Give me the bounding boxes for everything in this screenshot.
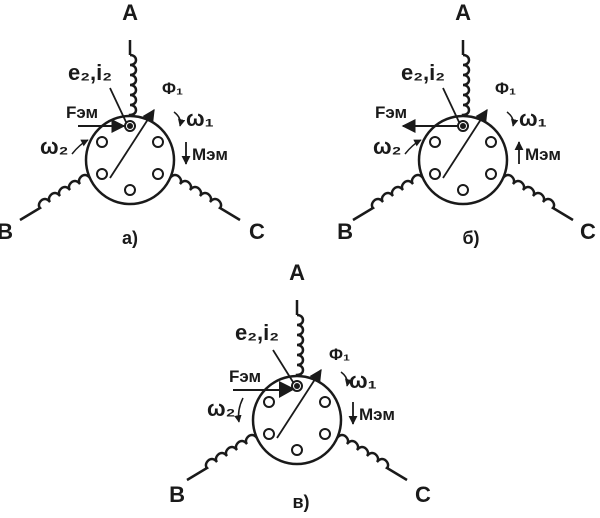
- emf-label: e₂,i₂: [68, 60, 112, 85]
- phase-c-label: C: [249, 219, 265, 244]
- rotor-slots: [96, 120, 164, 196]
- omega1-arrow: [340, 371, 353, 387]
- torque-label: Mэм: [525, 145, 561, 164]
- phase-a-label: A: [122, 0, 138, 25]
- flux-label: Φ₁: [495, 79, 516, 98]
- omega2-arrow: [71, 139, 89, 155]
- rotor-slots: [429, 120, 497, 196]
- rotor: [417, 114, 509, 206]
- emf-leader: [442, 87, 460, 123]
- active-conductor: [294, 383, 300, 389]
- active-conductor: [460, 123, 466, 129]
- phase-a-winding: [461, 53, 471, 120]
- flux-label: Φ₁: [162, 79, 183, 98]
- flux-label: Φ₁: [329, 345, 350, 364]
- active-conductor: [127, 123, 133, 129]
- phase-c-winding: [336, 433, 408, 482]
- emf-leader: [109, 87, 127, 123]
- force-label: Fэм: [229, 367, 261, 386]
- force-label: Fэм: [66, 103, 98, 122]
- omega2-label: ω₂: [373, 134, 401, 159]
- emf-label: e₂,i₂: [401, 60, 445, 85]
- phase-c-label: C: [580, 219, 596, 244]
- rotor-slots: [263, 380, 331, 456]
- rotor: [84, 114, 176, 206]
- torque-label: Mэм: [359, 405, 395, 424]
- panel-caption: в): [292, 492, 309, 512]
- omega2-arrow: [404, 139, 422, 155]
- panel-caption: б): [462, 228, 479, 248]
- phase-a-winding: [128, 53, 138, 120]
- phase-b-winding: [19, 173, 91, 222]
- rotor: [251, 374, 343, 466]
- panel-a: A B C e₂,i₂ Fэм Φ₁ ω₁ ω₂ Mэм а): [0, 0, 265, 248]
- omega2-label: ω₂: [207, 396, 235, 421]
- phase-c-winding: [502, 173, 574, 222]
- phase-c-winding: [169, 173, 241, 222]
- phase-a-label: A: [455, 0, 471, 25]
- phase-b-label: B: [337, 219, 353, 244]
- phase-b-winding: [352, 173, 424, 222]
- force-label: Fэм: [375, 103, 407, 122]
- panel-c: A B C e₂,i₂ Fэм Φ₁ ω₁ ω₂ Mэм в): [169, 260, 431, 512]
- omega1-arrow: [506, 111, 519, 127]
- omega1-arrow: [173, 111, 186, 127]
- emf-label: e₂,i₂: [235, 320, 279, 345]
- phase-b-label: B: [169, 482, 185, 507]
- phase-a-label: A: [289, 260, 305, 285]
- flux-arrow: [276, 368, 322, 439]
- omega1-label: ω₁: [519, 106, 547, 131]
- omega2-label: ω₂: [40, 134, 68, 159]
- torque-label: Mэм: [192, 145, 228, 164]
- emf-leader: [272, 349, 294, 383]
- panel-caption: а): [122, 228, 138, 248]
- phase-b-winding: [186, 433, 258, 482]
- flux-arrow: [109, 108, 155, 179]
- force-arrowhead: [279, 381, 295, 398]
- phase-c-label: C: [415, 482, 431, 507]
- omega2-arrow: [234, 397, 244, 423]
- phase-b-label: B: [0, 219, 13, 244]
- flux-arrow: [442, 108, 488, 179]
- omega1-label: ω₁: [349, 368, 377, 393]
- phase-a-winding: [295, 313, 305, 380]
- omega1-label: ω₁: [186, 106, 214, 131]
- panel-b: A B C e₂,i₂ Fэм Φ₁ ω₁ ω₂ Mэм б): [337, 0, 596, 248]
